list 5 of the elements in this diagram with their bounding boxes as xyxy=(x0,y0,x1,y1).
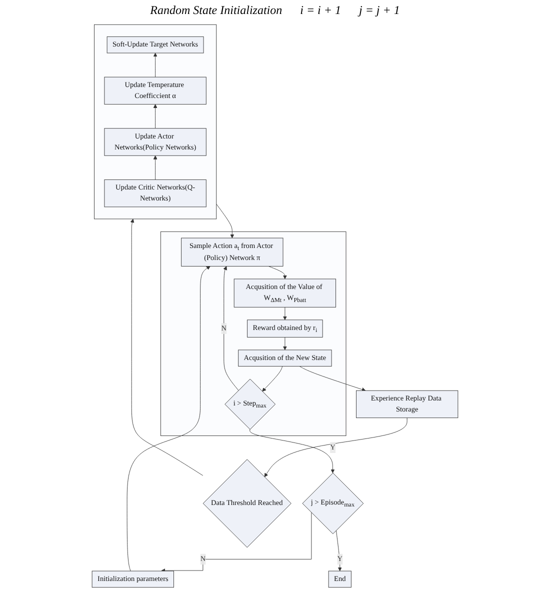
note-text: j = j + 1 xyxy=(359,3,400,18)
cluster xyxy=(160,231,346,436)
cluster xyxy=(94,24,217,220)
note-text: Random State Initialization xyxy=(150,3,282,18)
note-text: i = i + 1 xyxy=(300,3,341,18)
